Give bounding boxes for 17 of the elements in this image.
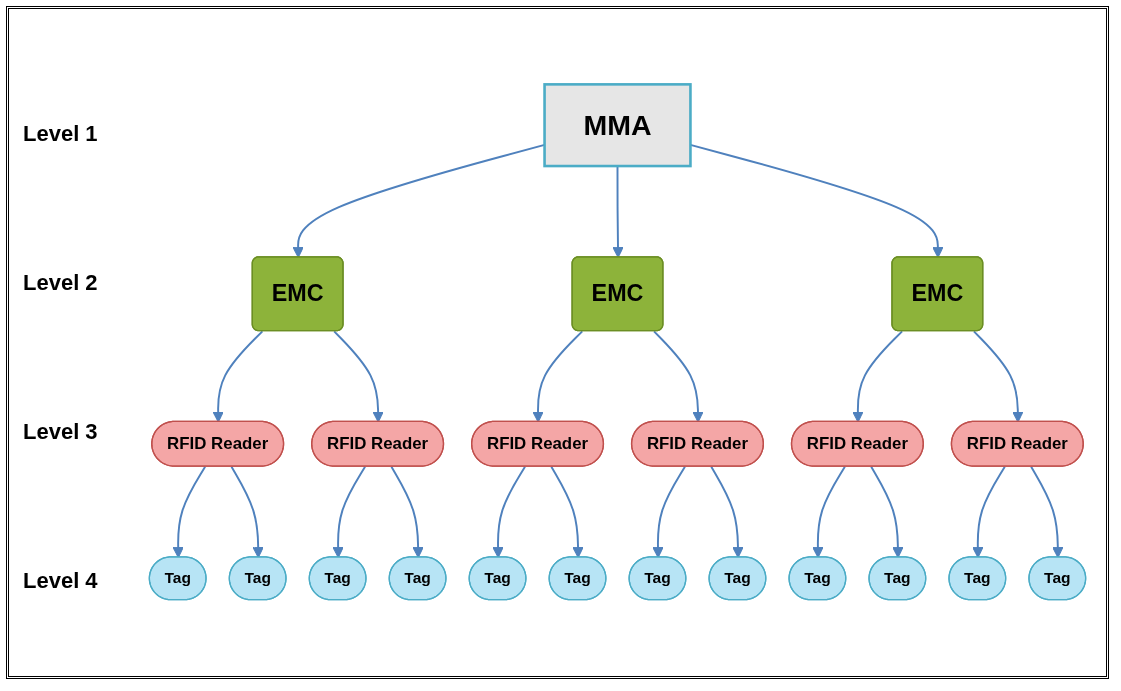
node-box: MMA xyxy=(543,83,692,168)
level-label: Level 1 xyxy=(23,120,99,147)
arrow xyxy=(332,466,367,559)
arrow xyxy=(230,466,264,559)
arrow xyxy=(972,466,1006,559)
arrow xyxy=(550,466,584,559)
level-label: Level 4 xyxy=(23,568,99,595)
arrow xyxy=(492,466,526,559)
arrow xyxy=(172,466,207,559)
arrow xyxy=(812,466,846,559)
arrow xyxy=(390,466,424,559)
arrow xyxy=(870,466,904,559)
arrow xyxy=(710,466,744,559)
level-label: Level 3 xyxy=(23,419,99,446)
arrow xyxy=(652,466,686,559)
level-label: Level 2 xyxy=(23,269,99,296)
arrow xyxy=(1030,466,1064,559)
